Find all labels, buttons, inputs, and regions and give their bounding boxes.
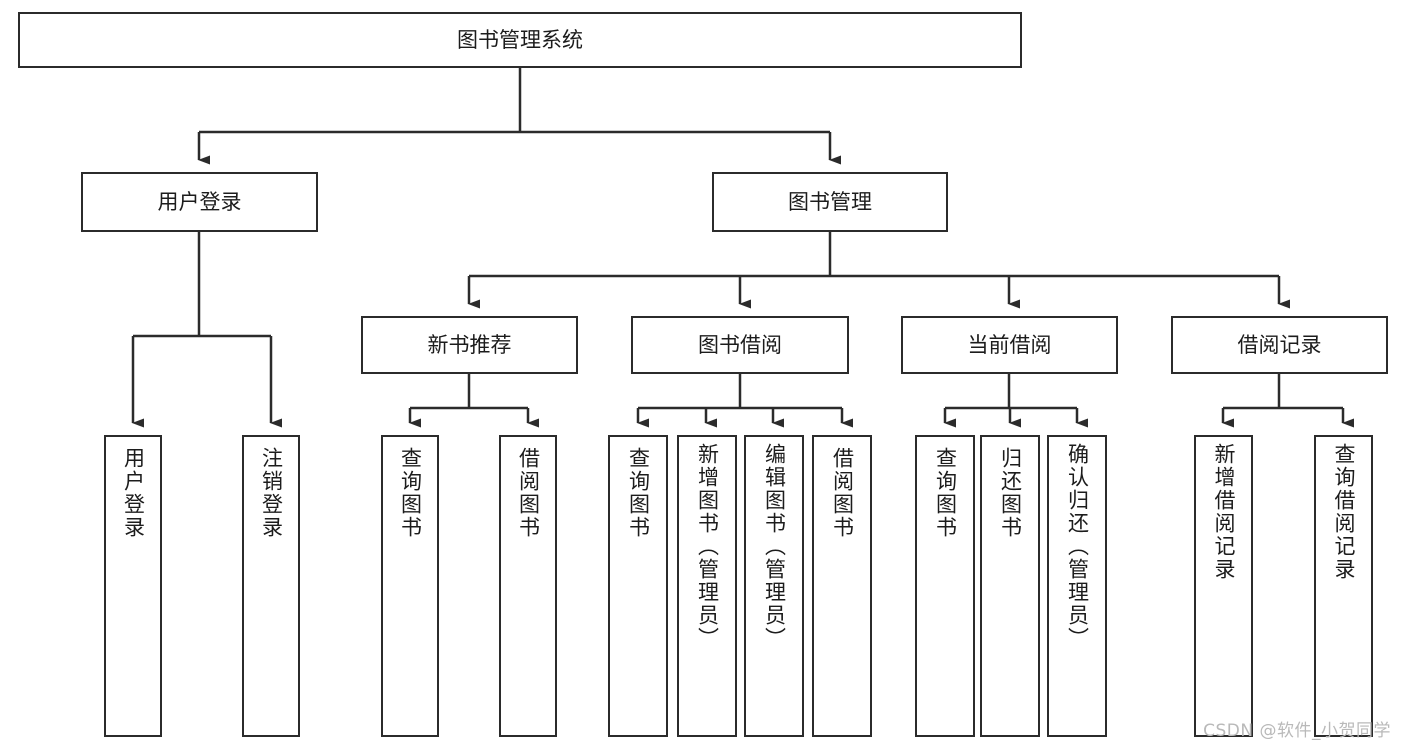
node-new-book-recommend[interactable]: 新书推荐 [361, 316, 578, 374]
node-root-library-system[interactable]: 图书管理系统 [18, 12, 1022, 68]
node-leaf-query-borrow-record-label: 查询借阅记录 [1332, 443, 1356, 581]
node-leaf-newbook-query-book-label: 查询图书 [398, 447, 423, 539]
node-current-borrow-label: 当前借阅 [967, 332, 1052, 357]
node-leaf-borrow-book-label: 借阅图书 [830, 447, 855, 539]
node-leaf-confirm-return-admin-label: 确认归还（管理员） [1065, 443, 1090, 650]
node-leaf-current-query-book-label: 查询图书 [933, 447, 958, 539]
node-leaf-user-login[interactable]: 用户登录 [104, 435, 162, 737]
node-borrow-record[interactable]: 借阅记录 [1171, 316, 1388, 374]
node-book-management[interactable]: 图书管理 [712, 172, 948, 232]
node-new-book-recommend-label: 新书推荐 [427, 332, 512, 357]
node-leaf-add-borrow-record-label: 新增借阅记录 [1212, 443, 1236, 581]
node-book-management-label: 图书管理 [788, 189, 872, 214]
node-leaf-edit-book-admin-label: 编辑图书（管理员） [762, 443, 787, 650]
node-root-label: 图书管理系统 [457, 27, 583, 52]
node-leaf-logout[interactable]: 注销登录 [242, 435, 300, 737]
node-leaf-newbook-query-book[interactable]: 查询图书 [381, 435, 439, 737]
node-leaf-current-query-book[interactable]: 查询图书 [915, 435, 975, 737]
node-leaf-add-borrow-record[interactable]: 新增借阅记录 [1194, 435, 1253, 737]
node-book-borrow-label: 图书借阅 [698, 332, 782, 357]
node-leaf-newbook-borrow-book[interactable]: 借阅图书 [499, 435, 557, 737]
node-leaf-user-login-label: 用户登录 [121, 447, 146, 539]
node-leaf-borrow-query-book-label: 查询图书 [626, 447, 651, 539]
node-book-borrow[interactable]: 图书借阅 [631, 316, 849, 374]
node-leaf-return-book-label: 归还图书 [998, 447, 1023, 539]
node-leaf-return-book[interactable]: 归还图书 [980, 435, 1040, 737]
node-leaf-query-borrow-record[interactable]: 查询借阅记录 [1314, 435, 1373, 737]
node-borrow-record-label: 借阅记录 [1237, 332, 1322, 357]
node-current-borrow[interactable]: 当前借阅 [901, 316, 1118, 374]
node-leaf-borrow-book[interactable]: 借阅图书 [812, 435, 872, 737]
node-leaf-add-book-admin-label: 新增图书（管理员） [695, 443, 720, 650]
node-leaf-edit-book-admin[interactable]: 编辑图书（管理员） [744, 435, 804, 737]
node-user-login-label: 用户登录 [157, 189, 242, 214]
node-leaf-confirm-return-admin[interactable]: 确认归还（管理员） [1047, 435, 1107, 737]
node-leaf-borrow-query-book[interactable]: 查询图书 [608, 435, 668, 737]
node-leaf-newbook-borrow-book-label: 借阅图书 [516, 447, 541, 539]
node-leaf-logout-label: 注销登录 [259, 447, 284, 539]
node-user-login[interactable]: 用户登录 [81, 172, 318, 232]
node-leaf-add-book-admin[interactable]: 新增图书（管理员） [677, 435, 737, 737]
